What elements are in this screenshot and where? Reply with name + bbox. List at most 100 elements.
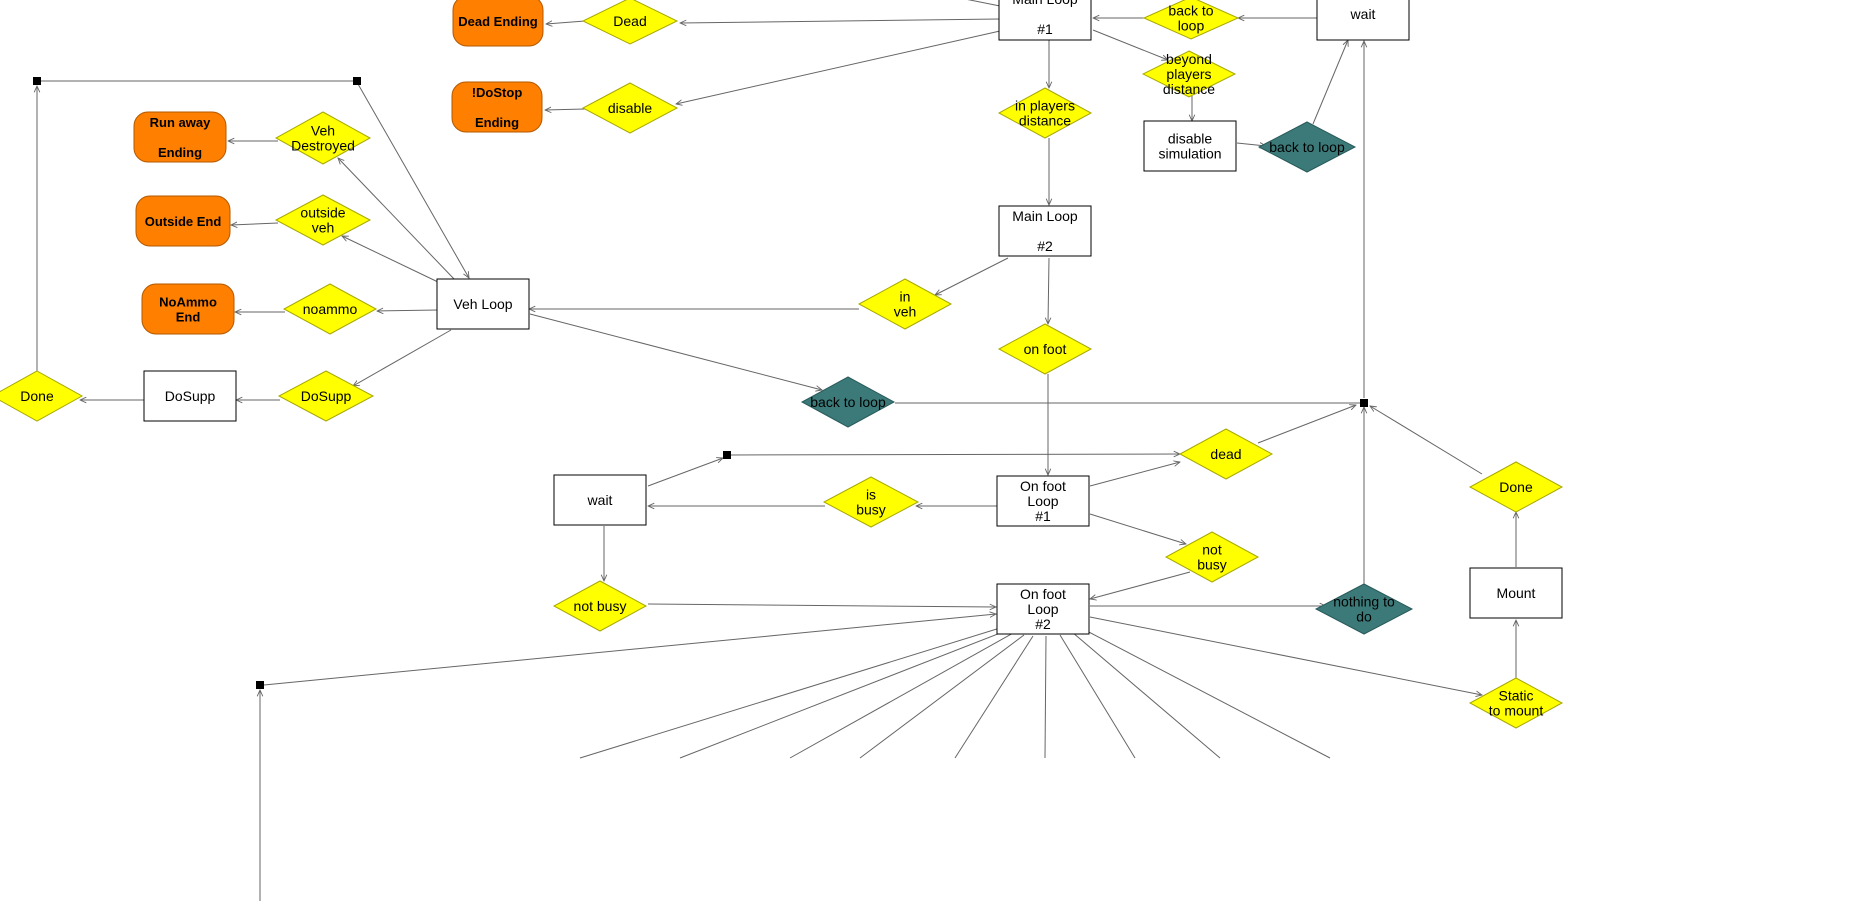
node-done-right: Done — [1468, 461, 1564, 513]
onfoot2-label-line: Loop — [1027, 601, 1058, 617]
main2-label-line: #2 — [1037, 238, 1053, 254]
noammo-label-line: noammo — [303, 301, 358, 317]
wait-top-box-shape — [1316, 0, 1410, 41]
back-to-loop-teal2-diamond-shape — [800, 376, 896, 428]
noammo-end-label-line: NoAmmo — [159, 295, 217, 310]
junctions-layer — [33, 77, 1368, 689]
edge-onfoot2-fan-8 — [1071, 631, 1221, 759]
not-busy-right-label-line: not — [1202, 542, 1222, 558]
edge-onfoot2-fan-5 — [954, 635, 1034, 759]
back-to-loop-teal1-label-line: back to loop — [1269, 139, 1345, 155]
junction-right — [1360, 399, 1368, 407]
edge-main1-to-disable — [676, 30, 1001, 104]
back-to-loop-top-diamond-shape — [1142, 0, 1240, 40]
node-on-foot: on foot — [997, 323, 1093, 375]
not-busy-left-label-line: not busy — [574, 598, 627, 614]
main1-label-line: #1 — [1037, 21, 1053, 37]
edge-onfoot1-to-notbusyright — [1089, 513, 1186, 544]
edge-vehloop-to-outsideveh — [342, 236, 439, 283]
edge-onfoot2-fan-1 — [579, 627, 1001, 759]
edge-teal1-to-wait — [1312, 40, 1348, 125]
onfoot2-box-shape — [996, 583, 1090, 635]
edge-onfoot2-fan-9 — [1084, 629, 1331, 759]
edge-onfoot2-to-staticmount — [1089, 616, 1482, 695]
node-disable: disable — [581, 82, 679, 134]
node-dosupp-dec: DoSupp — [277, 370, 375, 422]
outside-end-terminal-shape — [135, 195, 231, 247]
node-main1: Main Loop#1 — [998, 0, 1092, 41]
back-to-loop-top-label-line: loop — [1178, 18, 1205, 34]
edge-main1-to-beyond — [1092, 29, 1168, 60]
edge-vehloop-to-noammo — [377, 310, 439, 311]
outside-veh-label-line: veh — [312, 220, 335, 236]
junction-top-right — [353, 77, 361, 85]
in-veh-diamond-shape — [857, 278, 953, 330]
edge-onfoot2-fan-3 — [789, 631, 1016, 759]
main2-label-line: Main Loop — [1012, 208, 1078, 224]
back-to-loop-teal2-label-line: back to loop — [810, 394, 886, 410]
dosupp-box-box-shape — [143, 370, 237, 422]
node-noammo: noammo — [282, 283, 378, 335]
disable-sim-label-line: disable — [1168, 131, 1213, 147]
node-dosupp-box: DoSupp — [143, 370, 237, 422]
on-foot-label-line: on foot — [1024, 341, 1067, 357]
edge-notbusy-to-onfoot2 — [647, 603, 996, 607]
onfoot2-label-line: On foot — [1020, 586, 1066, 602]
edge-onfoot2-fan-2 — [679, 629, 1009, 759]
dostop-ending-terminal-shape — [451, 81, 543, 133]
node-veh-loop: Veh Loop — [436, 278, 530, 330]
wait-top-label-line: wait — [1350, 6, 1376, 22]
is-busy-label-line: busy — [856, 502, 886, 518]
not-busy-left-diamond-shape — [552, 580, 648, 632]
outside-end-label-line: Outside End — [145, 214, 222, 229]
in-players-label-line: distance — [1019, 113, 1071, 129]
done-left-label-line: Done — [20, 388, 54, 404]
run-away-label-line: Run away — [150, 115, 211, 130]
static-mount-label-line: to mount — [1489, 703, 1544, 719]
node-main2: Main Loop #2 — [998, 205, 1092, 257]
dostop-ending-label-line: Ending — [475, 115, 519, 130]
nothing-to-do-diamond-shape — [1314, 583, 1414, 635]
onfoot2-label-line: #2 — [1035, 616, 1051, 632]
done-right-label-line: Done — [1499, 479, 1533, 495]
is-busy-diamond-shape — [822, 476, 920, 528]
done-left-diamond-shape — [0, 370, 84, 422]
node-mount: Mount — [1469, 567, 1563, 619]
dead-top-diamond-shape — [581, 0, 679, 45]
in-players-label-line: in players — [1015, 98, 1075, 114]
not-busy-right-label-line: busy — [1197, 557, 1227, 573]
junction-top-left — [33, 77, 41, 85]
noammo-end-terminal-shape — [141, 283, 235, 335]
wait-mid-label-line: wait — [587, 492, 613, 508]
noammo-diamond-shape — [282, 283, 378, 335]
outside-veh-diamond-shape — [274, 194, 372, 246]
edge-offscreen-to-main1 — [967, 0, 1001, 7]
main1-box-shape — [998, 0, 1092, 41]
veh-loop-box-shape — [436, 278, 530, 330]
node-wait-mid: wait — [553, 474, 647, 526]
dead-mid-label-line: dead — [1210, 446, 1241, 462]
onfoot1-box-shape — [996, 475, 1090, 527]
edges-layer — [37, 0, 1516, 901]
node-back-to-loop-teal2: back to loop — [800, 376, 896, 428]
noammo-end-label-line: End — [176, 310, 201, 325]
on-foot-diamond-shape — [997, 323, 1093, 375]
done-right-diamond-shape — [1468, 461, 1564, 513]
dosupp-box-label-line: DoSupp — [165, 388, 216, 404]
edge-onfoot1-to-dead — [1089, 462, 1180, 487]
node-back-to-loop-teal1: back to loop — [1257, 121, 1357, 173]
edge-vehloop-to-dosupp — [353, 329, 452, 386]
